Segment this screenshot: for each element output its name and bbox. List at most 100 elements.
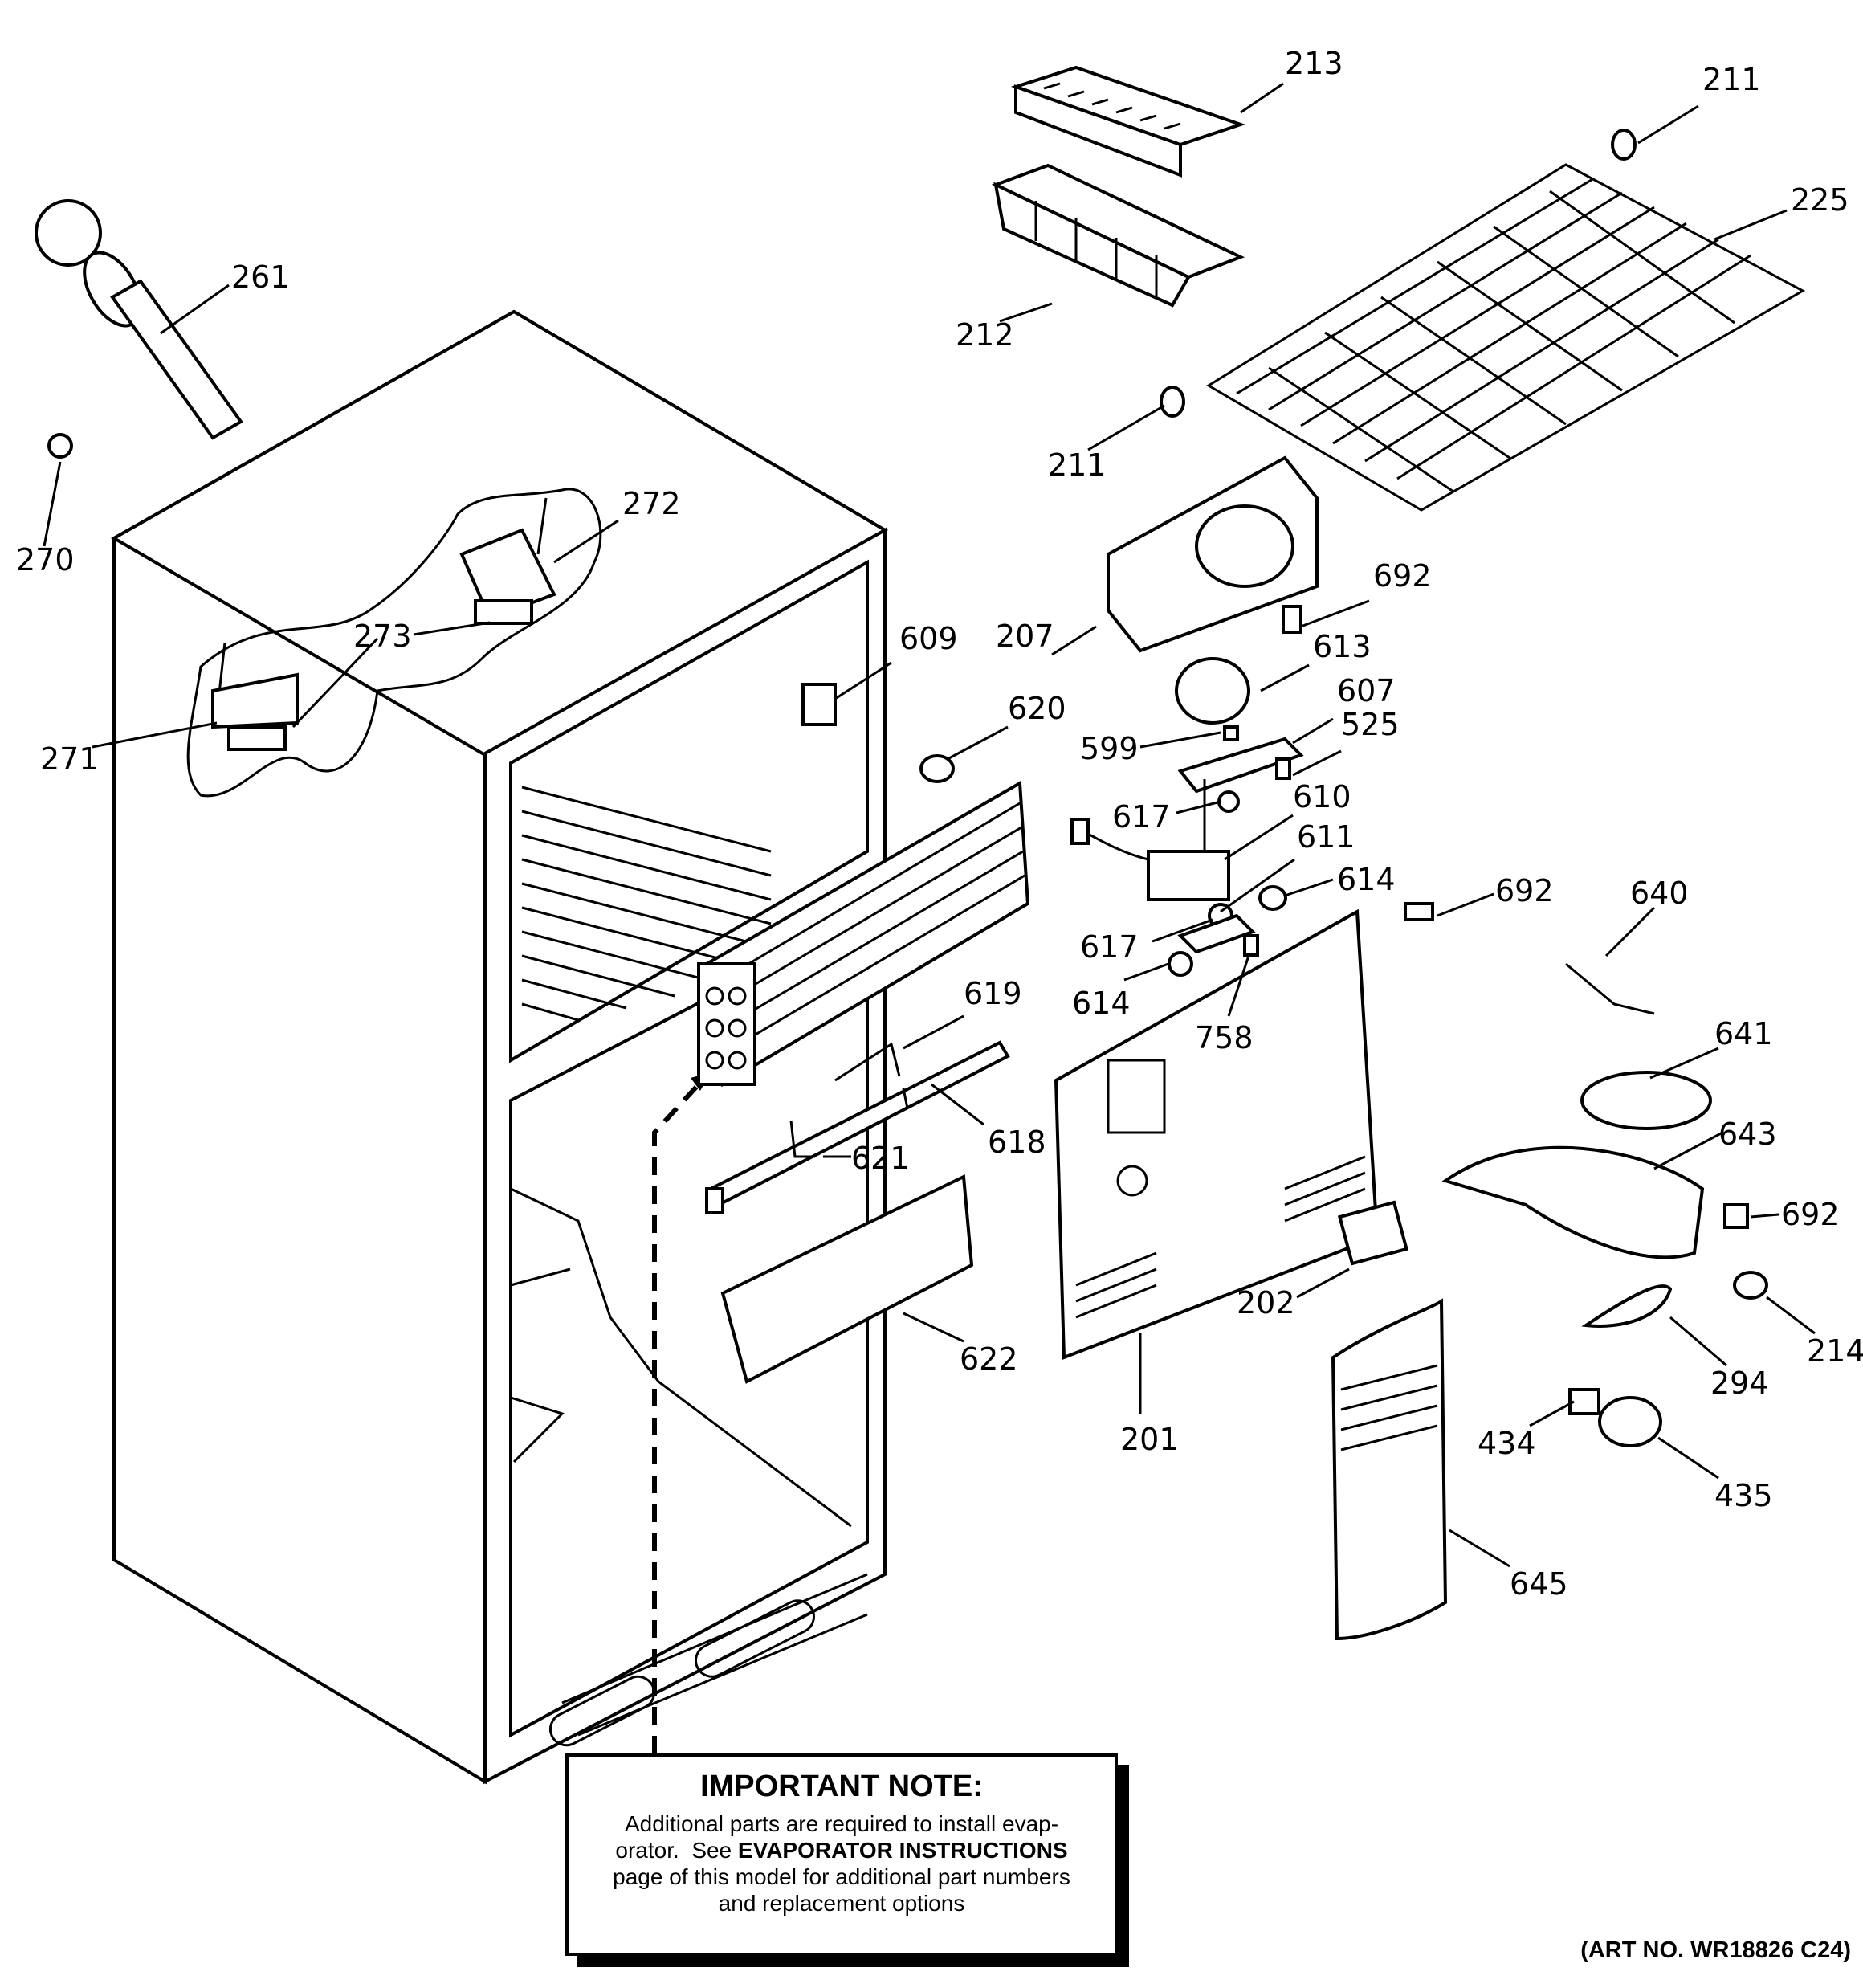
part-fan-blade: [1175, 657, 1250, 725]
part-light-cover: [1580, 1071, 1712, 1130]
label-211-top: 211: [1702, 62, 1761, 97]
part-foam-pad-lower: [227, 725, 287, 751]
important-note-box: IMPORTANT NOTE: Additional parts are req…: [565, 1753, 1118, 1956]
label-211-bottom: 211: [1048, 447, 1107, 483]
part-grille: [1337, 1200, 1409, 1266]
note-line-2-text: orator. See: [615, 1838, 738, 1863]
label-620: 620: [1008, 691, 1066, 726]
label-610: 610: [1293, 779, 1351, 814]
part-light-bulb: [1598, 1396, 1662, 1447]
label-294: 294: [1710, 1365, 1769, 1401]
label-641: 641: [1714, 1016, 1773, 1051]
label-607: 607: [1337, 673, 1396, 708]
label-609: 609: [899, 621, 958, 656]
label-525: 525: [1341, 707, 1400, 742]
label-270: 270: [16, 542, 75, 578]
foil-tape-patch: [186, 488, 602, 798]
part-hole-plug: [1733, 1271, 1768, 1300]
part-bumper-lower: [1168, 951, 1193, 977]
part-motor-bracket-lower: [1177, 913, 1256, 954]
part-screw-2: [1404, 902, 1434, 921]
label-614-upper: 614: [1337, 862, 1396, 897]
label-621: 621: [851, 1141, 910, 1176]
label-617-lower: 617: [1080, 929, 1139, 965]
label-271: 271: [40, 741, 99, 777]
part-fan-shroud: [1107, 455, 1319, 653]
part-motor-bracket: [1177, 737, 1304, 794]
label-692-upper: 692: [1373, 558, 1432, 594]
part-drain-trough: [720, 1174, 974, 1384]
label-622: 622: [960, 1341, 1018, 1377]
part-light-socket: [1568, 1388, 1600, 1415]
label-207: 207: [996, 618, 1054, 654]
leader-lines: [43, 82, 1816, 1568]
freezer-evaporator-ribs: [521, 786, 772, 1022]
part-shelf-bumper-top: [1611, 129, 1637, 161]
label-613: 613: [1313, 629, 1372, 664]
note-line-2: orator. See EVAPORATOR INSTRUCTIONS: [583, 1837, 1100, 1863]
label-434: 434: [1478, 1426, 1536, 1461]
label-640: 640: [1630, 876, 1689, 911]
label-214: 214: [1807, 1333, 1863, 1369]
note-line-4: and replacement options: [718, 1891, 965, 1916]
part-plug: [47, 433, 73, 459]
part-foam-block-upper: [459, 528, 556, 621]
label-261: 261: [231, 259, 290, 295]
part-labels: 213 211 225 212 211 261 270 272 273 271 …: [16, 46, 1863, 1602]
label-611: 611: [1297, 819, 1355, 855]
note-body: Additional parts are required to install…: [569, 1810, 1115, 1917]
part-shelf-bumper-bottom: [1160, 386, 1185, 418]
part-clip: [834, 1042, 901, 1082]
part-switch: [801, 683, 837, 726]
label-619: 619: [964, 976, 1022, 1011]
part-light-housing: [1441, 1145, 1705, 1259]
note-line-3: page of this model for additional part n…: [613, 1864, 1070, 1889]
part-evaporator: [697, 780, 1030, 1088]
refrigerator-cabinet: [110, 309, 889, 1785]
label-272: 272: [622, 486, 681, 521]
part-ice-tray: [1010, 65, 1246, 178]
label-213: 213: [1285, 46, 1343, 81]
part-screw-3: [1723, 1203, 1749, 1229]
label-618: 618: [988, 1125, 1046, 1160]
part-bumper-upper: [1258, 885, 1287, 911]
part-light-shield: [1581, 1284, 1673, 1328]
label-599: 599: [1080, 731, 1139, 766]
label-614-lower: 614: [1072, 986, 1131, 1021]
part-wire-shelf: [1206, 163, 1806, 512]
part-nut: [1223, 725, 1239, 741]
label-692-lower: 692: [1781, 1197, 1840, 1232]
note-title: IMPORTANT NOTE:: [700, 1770, 983, 1803]
part-mounting-screw: [1243, 934, 1259, 957]
evaporator-guide-line: [652, 1082, 701, 1753]
part-bracket-screw: [1275, 757, 1291, 780]
part-heater-bracket: [789, 1088, 909, 1158]
part-water-tube: [35, 199, 243, 440]
part-evaporator-cover: [1054, 908, 1380, 1360]
evaporator-instructions-reference: EVAPORATOR INSTRUCTIONS: [737, 1838, 1068, 1863]
label-273: 273: [353, 618, 412, 654]
freezer-opening: [509, 559, 869, 1063]
label-692-middle: 692: [1495, 873, 1554, 908]
part-ice-bucket: [991, 163, 1245, 308]
note-line-1: Additional parts are required to install…: [624, 1811, 1059, 1836]
label-212: 212: [956, 317, 1014, 353]
art-number: (ART NO. WR18826 C24): [1580, 1937, 1851, 1963]
part-cap: [919, 754, 955, 783]
part-lens-cover: [1331, 1298, 1448, 1641]
label-201: 201: [1120, 1422, 1179, 1457]
label-225: 225: [1791, 182, 1849, 218]
label-645: 645: [1510, 1566, 1568, 1602]
part-heater-terminal: [705, 1187, 724, 1214]
label-202: 202: [1237, 1285, 1295, 1321]
label-435: 435: [1714, 1478, 1773, 1513]
part-sensor: [1565, 962, 1655, 1015]
part-grommet-upper: [1217, 790, 1240, 813]
label-643: 643: [1718, 1116, 1777, 1152]
part-fan-motor: [1070, 779, 1230, 901]
label-617-upper: 617: [1112, 799, 1171, 835]
label-758: 758: [1195, 1020, 1254, 1055]
part-screw-1: [1282, 605, 1302, 634]
